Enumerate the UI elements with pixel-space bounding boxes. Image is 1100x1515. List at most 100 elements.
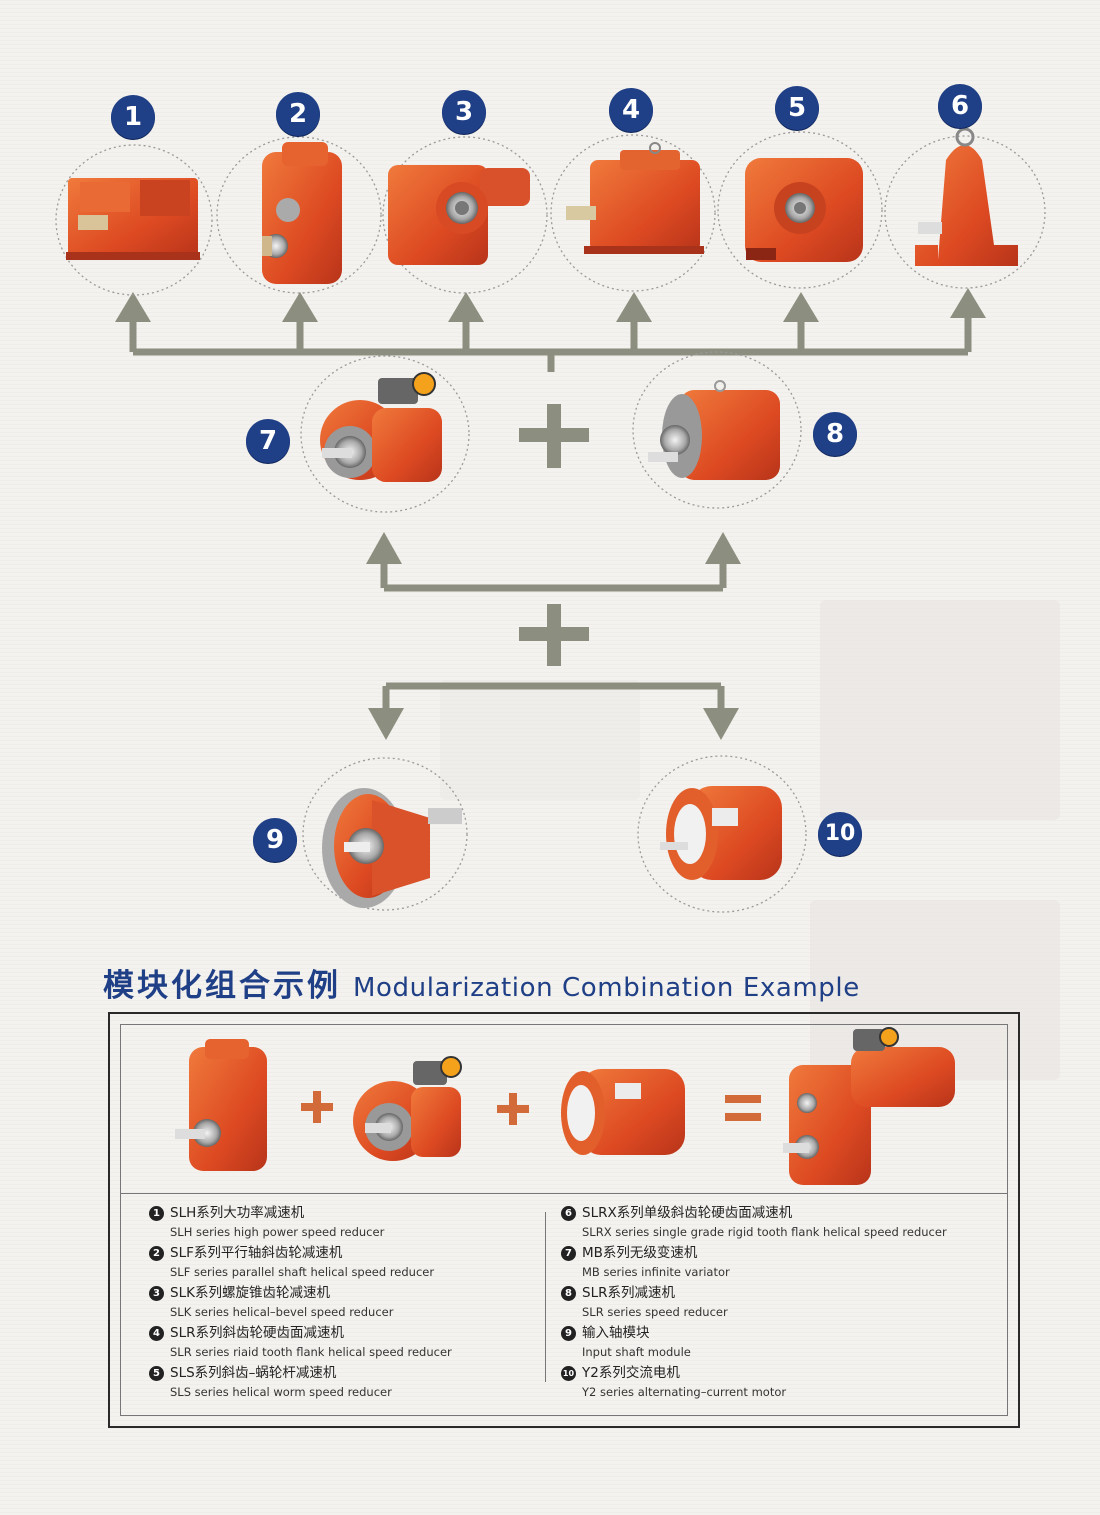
badge-2: 2 [276,92,320,136]
plus-mid-v [547,404,561,468]
combo-plus-1 [301,1091,333,1123]
section-heading: 模块化组合示例 Modularization Combination Exampl… [103,960,1033,1006]
arrow-up-1 [115,292,151,322]
legend-zh: SLS系列斜齿–蜗轮杆减速机 [170,1365,337,1381]
combination-frame: 1 SLH系列大功率减速机 SLH series high power speed… [108,1012,1020,1428]
legend-item: 7 MB系列无级变速机 MB series infinite variator [561,1244,947,1281]
legend-item: 9 输入轴模块 Input shaft module [561,1324,947,1361]
plus-signs [519,404,589,666]
legend-item: 5 SLS系列斜齿–蜗轮杆减速机 SLS series helical worm … [149,1364,452,1401]
legend-number: 6 [561,1206,576,1221]
product-3-image [388,165,530,265]
circle-3 [382,136,548,294]
legend-zh: MB系列无级变速机 [582,1245,698,1261]
circle-1 [55,144,213,296]
legend-en: SLH series high power speed reducer [170,1225,385,1239]
arrow-down-9 [368,708,404,740]
legend-zh: SLRX系列单级斜齿轮硬齿面减速机 [582,1205,793,1221]
legend-number: 1 [149,1206,164,1221]
product-8-image [648,380,780,480]
arrow-up-5 [783,292,819,322]
product-4-image [566,142,704,254]
badge-10: 10 [818,812,862,856]
legend-right-column: 6 SLRX系列单级斜齿轮硬齿面减速机 SLRX series single gr… [561,1204,947,1404]
legend-item: 4 SLR系列斜齿轮硬齿面减速机 SLR series riaid tooth f… [149,1324,452,1361]
legend-divider [545,1212,546,1382]
legend-en: SLK series helical–bevel speed reducer [170,1305,394,1319]
heading-english: Modularization Combination Example [353,973,860,1003]
legend-zh: SLF系列平行轴斜齿轮减速机 [170,1245,343,1261]
legend-number: 4 [149,1326,164,1341]
legend-zh: 输入轴模块 [582,1325,650,1341]
badge-4: 4 [609,88,653,132]
legend-number: 3 [149,1286,164,1301]
plus-low-v [547,604,561,666]
legend-item: 2 SLF系列平行轴斜齿轮减速机 SLF series parallel shaf… [149,1244,452,1281]
badge-8: 8 [813,412,857,456]
legend-zh: SLR系列减速机 [582,1285,675,1301]
product-5-image [745,158,863,262]
background-ghost-image [820,600,1060,820]
legend-en: SLS series helical worm speed reducer [170,1385,392,1399]
legend-item: 1 SLH系列大功率减速机 SLH series high power speed… [149,1204,452,1241]
legend-en: Input shaft module [582,1345,691,1359]
combo-result [783,1027,955,1185]
legend-number: 10 [561,1366,576,1381]
legend-zh: SLK系列螺旋锥齿轮减速机 [170,1285,330,1301]
heading-chinese: 模块化组合示例 [103,968,341,1004]
arrow-up-8 [705,532,741,564]
badge-5: 5 [775,86,819,130]
product-2-image [262,142,342,284]
legend-en: SLF series parallel shaft helical speed … [170,1265,435,1279]
combination-example-panel [120,1024,1008,1194]
diagram-svg [55,127,1046,913]
circle-7 [300,355,470,513]
combo-plus-2 [497,1093,529,1125]
combo-part-motor [561,1069,685,1155]
legend-box: 1 SLH系列大功率减速机 SLH series high power speed… [120,1192,1008,1416]
circle-9 [302,757,468,911]
circle-10 [637,755,807,913]
circle-6 [884,135,1046,289]
arrow-up-4 [616,292,652,322]
legend-number: 9 [561,1326,576,1341]
dashed-circles [55,131,1046,913]
legend-item: 6 SLRX系列单级斜齿轮硬齿面减速机 SLRX series single gr… [561,1204,947,1241]
legend-en: SLRX series single grade rigid tooth fla… [582,1225,947,1239]
product-10-image [660,786,782,880]
product-7-image [320,372,442,482]
legend-en: SLR series riaid tooth flank helical spe… [170,1345,452,1359]
circle-8 [632,351,802,509]
legend-en: MB series infinite variator [582,1265,730,1279]
legend-number: 7 [561,1246,576,1261]
product-6-image [915,127,1018,266]
legend-zh: SLH系列大功率减速机 [170,1205,305,1221]
background-ghost-image [440,680,640,800]
badge-6: 6 [938,84,982,128]
legend-number: 5 [149,1366,164,1381]
combo-part-slf [175,1039,267,1171]
arrow-up-7 [366,532,402,564]
arrow-up-6 [950,288,986,318]
legend-zh: SLR系列斜齿轮硬齿面减速机 [170,1325,344,1341]
circle-5 [717,131,883,289]
arrow-down-10 [703,708,739,740]
product-9-image [322,788,462,908]
legend-en: SLR series speed reducer [582,1305,728,1319]
badge-3: 3 [442,90,486,134]
combo-part-mb [353,1056,462,1161]
legend-number: 8 [561,1286,576,1301]
arrow-network [129,312,972,712]
legend-item: 3 SLK系列螺旋锥齿轮减速机 SLK series helical–bevel … [149,1284,452,1321]
combination-equation-svg [175,1027,955,1185]
legend-number: 2 [149,1246,164,1261]
arrow-up-3 [448,292,484,322]
combo-equals [725,1095,761,1121]
circle-4 [550,134,716,292]
arrow-heads [115,288,986,740]
circle-2 [216,136,382,294]
arrow-up-2 [282,292,318,322]
badge-1: 1 [111,95,155,139]
legend-item: 8 SLR系列减速机 SLR series speed reducer [561,1284,947,1321]
